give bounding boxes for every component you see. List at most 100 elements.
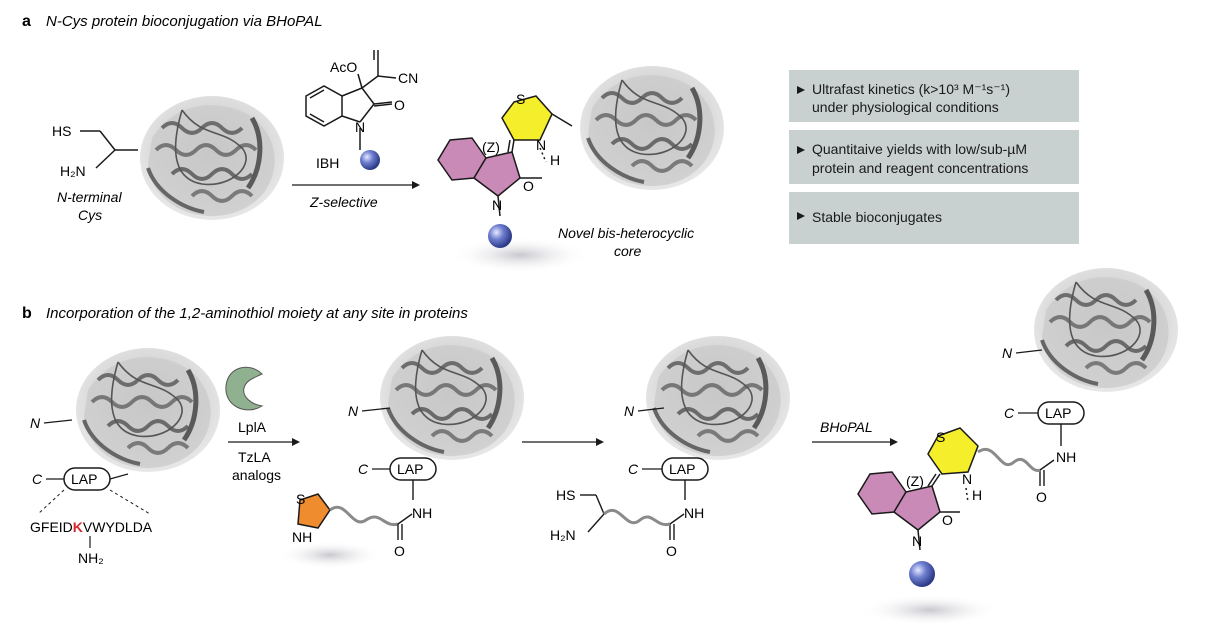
p2-c-label: C (358, 461, 369, 477)
protein-lap (76, 348, 220, 472)
cys-label: Cys (78, 207, 102, 223)
final-shadow (860, 594, 1000, 626)
ibh-bead-icon (360, 150, 380, 170)
p3-amide-nh-label: NH (684, 505, 704, 521)
p1-dash-right (109, 489, 151, 515)
p4-o-label: O (942, 512, 953, 528)
p4-h-label: H (972, 487, 982, 503)
p3-c-label: C (628, 461, 639, 477)
product-ring-n-label: N (492, 197, 502, 213)
core-label-line2: core (614, 243, 641, 259)
bhopal-label: BHoPAL (820, 419, 873, 435)
protein-conjugate (580, 66, 724, 190)
core-label-line1: Novel bis-heterocyclic (558, 225, 694, 241)
p1-lap-bond (109, 473, 129, 480)
p4-amide-nh-label: NH (1056, 449, 1076, 465)
reaction-arrow-b2-head (596, 438, 604, 446)
lpla-enzyme-icon (225, 366, 264, 411)
n-terminal-label: N-terminal (57, 189, 122, 205)
p1-n-bond (43, 419, 73, 424)
lys-nh2-label: NH₂ (78, 550, 104, 566)
p1-lap-label: LAP (71, 471, 97, 487)
product-shadow (450, 237, 590, 273)
p3-n-bond (637, 407, 665, 412)
p4-linker (977, 448, 1041, 472)
product-o-label: O (523, 178, 534, 194)
yellow-thiazine-ring (501, 95, 553, 141)
ibh-o-label: O (394, 97, 405, 113)
protein-tzla (380, 336, 524, 460)
panel-b-title: Incorporation of the 1,2-aminothiol moie… (46, 305, 468, 322)
p3-amide-o-label: O (666, 543, 677, 559)
p4-pink-pyrrole-ring (893, 485, 941, 531)
p1-n-label: N (30, 415, 41, 431)
pink-pyrrole-ring (473, 151, 521, 197)
product-n-label: N (536, 137, 546, 153)
p1-dash-left (37, 489, 65, 515)
reaction-arrow-b3-head (890, 438, 898, 446)
p3-lap-label: LAP (669, 461, 695, 477)
sh-label: HS (52, 123, 71, 139)
ibh-n-label: N (355, 119, 365, 135)
p4-yellow-thiazine-ring (927, 427, 979, 475)
n-cys-structure (80, 130, 138, 169)
p4-amide-bonds (1039, 424, 1062, 486)
product-z-label: (Z) (482, 139, 500, 155)
tzla-label-line2: analogs (232, 467, 281, 483)
z-selective-label: Z-selective (309, 194, 378, 210)
reaction-arrow-b1-head (292, 438, 300, 446)
cn-label: CN (398, 70, 418, 86)
p3-hs-label: HS (556, 487, 575, 503)
p4-bonds (917, 473, 969, 551)
lap-sequence: GFEIDKVWYDLDA (30, 519, 153, 535)
product-s-label: S (516, 91, 525, 107)
feature-box-kinetics: Ultrafast kinetics (k>10³ M⁻¹s⁻¹) under … (789, 70, 1079, 122)
p2-amide-nh-label: NH (412, 505, 432, 521)
ibh-structure (305, 50, 397, 150)
product-bonds (497, 113, 573, 217)
reaction-arrow-a-head (412, 181, 420, 189)
p4-amide-o-label: O (1036, 489, 1047, 505)
p4-c-label: C (1004, 405, 1015, 421)
feature-yields-line2: protein and reagent concentrations (812, 160, 1028, 176)
p4-ring-n-label: N (962, 471, 972, 487)
feature-kinetics-line1: Ultrafast kinetics (k>10³ M⁻¹s⁻¹) (812, 81, 1010, 97)
p1-c-label: C (32, 471, 43, 487)
p2-amide-o-label: O (394, 543, 405, 559)
p3-h2n-label: H₂N (550, 527, 576, 543)
p2-lap-label: LAP (397, 461, 423, 477)
p3-n-label: N (624, 403, 635, 419)
product-bead-icon (488, 224, 512, 248)
lpla-label: LplA (238, 419, 267, 435)
p2-amide-bonds (397, 480, 414, 540)
p2-s-label: S (296, 491, 305, 507)
ibh-label: IBH (316, 155, 339, 171)
p4-bead-icon (909, 561, 935, 587)
p4-s-label: S (936, 429, 945, 445)
panel-a-title: N-Cys protein bioconjugation via BHoPAL (46, 13, 323, 30)
p3-linker (603, 509, 671, 527)
p4-z-label: (Z) (906, 473, 924, 489)
tzla-label-line1: TzLA (238, 449, 271, 465)
feature-kinetics-line2: under physiological conditions (812, 99, 999, 115)
p4-indole-n-label: N (912, 533, 922, 549)
panel-b-letter: b (22, 305, 32, 322)
panel-a-letter: a (22, 13, 31, 30)
h2n-label: H₂N (60, 163, 86, 179)
feature-yields-line1: Quantitaive yields with low/sub-µM (812, 141, 1027, 157)
p4-n-label: N (1002, 345, 1013, 361)
tzla-shadow (278, 541, 382, 569)
protein-n-cys (140, 96, 284, 220)
product-h-label: H (550, 152, 560, 168)
p3-aminothiol-bonds (580, 480, 686, 540)
p2-n-label: N (348, 403, 359, 419)
p4-n-bond (1015, 349, 1043, 354)
protein-aminothiol (646, 336, 790, 460)
protein-final (1034, 268, 1178, 392)
feature-box-yields: Quantitaive yields with low/sub-µM prote… (789, 130, 1079, 184)
feature-box-stable: Stable bioconjugates (789, 192, 1079, 244)
p2-linker (329, 506, 399, 527)
aco-label: AcO (330, 59, 357, 75)
p2-n-bond (361, 407, 391, 412)
